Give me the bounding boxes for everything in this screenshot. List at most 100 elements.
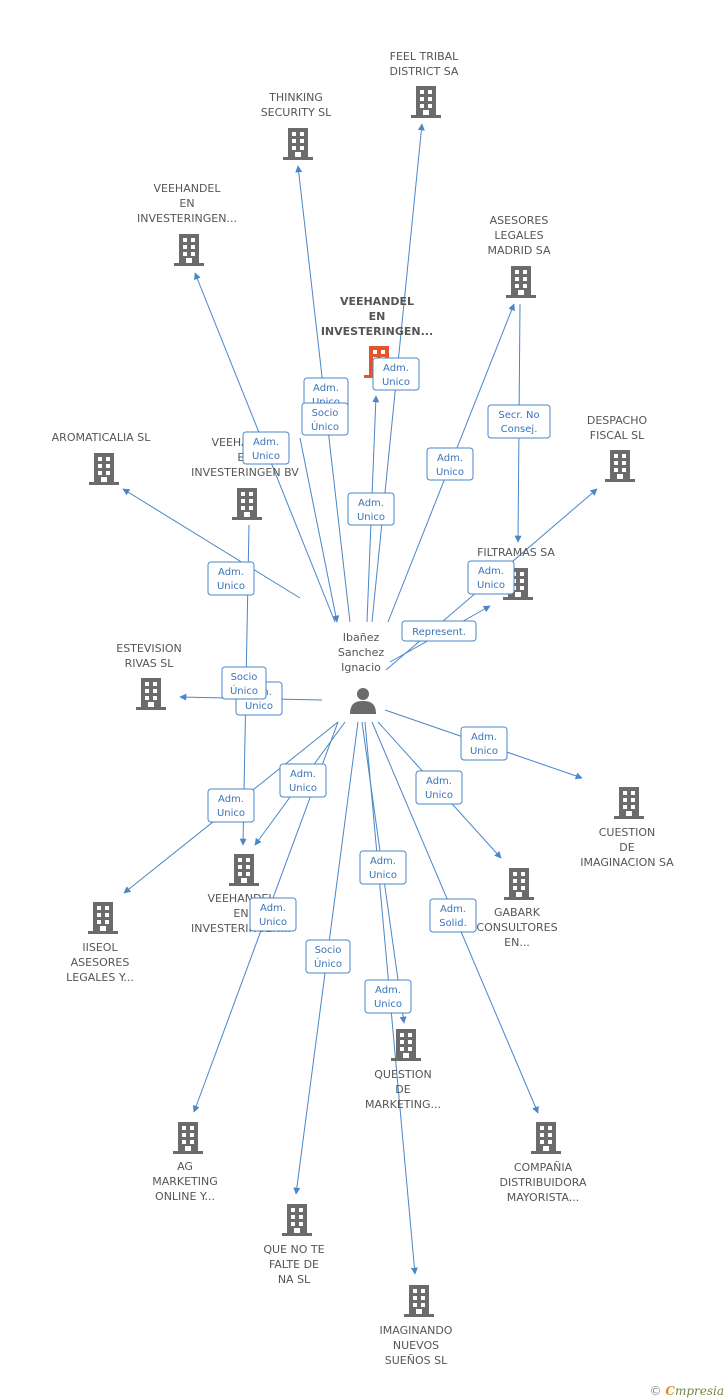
- company-label-line: INVESTERINGEN BV: [191, 466, 299, 479]
- footer-branding: © Cmpresia: [650, 1384, 724, 1398]
- company-node[interactable]: GABARKCONSULTORESEN...: [476, 868, 558, 949]
- company-label-line: IISEOL: [82, 941, 118, 954]
- company-label-line: CONSULTORES: [476, 921, 557, 934]
- company-node[interactable]: AROMATICALIA SL: [52, 431, 152, 485]
- building-icon: [229, 854, 259, 886]
- company-label-line: QUESTION: [374, 1068, 432, 1081]
- company-node[interactable]: FILTRAMAS SA: [477, 546, 555, 600]
- building-icon: [174, 234, 204, 266]
- relation-label[interactable]: Adm.Unico: [347, 492, 395, 526]
- company-label-line: INVESTERINGEN...: [321, 325, 433, 338]
- relation-text: Secr. No: [498, 410, 539, 421]
- relation-box: [415, 770, 463, 805]
- brand-name: mpresia: [674, 1384, 724, 1398]
- company-label-line: RIVAS SL: [125, 657, 175, 670]
- company-label-line: VEEHANDEL: [154, 182, 222, 195]
- company-label-line: DE: [395, 1083, 410, 1096]
- relation-text: Unico: [374, 999, 402, 1010]
- relation-text: Adm.: [290, 769, 316, 780]
- relation-box: [221, 666, 267, 700]
- relation-label[interactable]: Adm. Unico: [415, 770, 463, 805]
- company-node[interactable]: DESPACHO FISCAL SL: [587, 414, 648, 482]
- relation-label[interactable]: Adm.Unico: [207, 561, 255, 596]
- relation-text: Unico: [425, 790, 453, 801]
- relation-text: Socio: [231, 672, 258, 683]
- relation-text: Unico: [436, 467, 464, 478]
- relation-box: [401, 620, 477, 642]
- company-label-line: ONLINE Y...: [155, 1190, 215, 1203]
- relation-text: Unico: [477, 580, 505, 591]
- building-icon: [504, 868, 534, 900]
- company-label-line: DESPACHO: [587, 414, 648, 427]
- relation-text: Adm.: [426, 776, 452, 787]
- company-label-line: DE: [619, 841, 634, 854]
- relation-box: [487, 404, 551, 439]
- company-label-line: FEEL TRIBAL: [390, 50, 460, 63]
- relation-text: Unico: [382, 377, 410, 388]
- relation-label[interactable]: Adm.Unico: [359, 850, 407, 885]
- company-label-line: FILTRAMAS SA: [477, 546, 555, 559]
- relation-label[interactable]: Adm.Unico: [364, 979, 412, 1014]
- person-icon: [350, 688, 376, 714]
- building-icon: [136, 678, 166, 710]
- company-node[interactable]: QUESTIONDEMARKETING...: [365, 1029, 441, 1111]
- relation-label[interactable]: Adm. Unico: [372, 357, 420, 391]
- relation-label[interactable]: Represent.: [401, 620, 477, 642]
- company-label-line: MADRID SA: [487, 244, 551, 257]
- relation-label[interactable]: Secr. No Consej.: [487, 404, 551, 439]
- relation-text: Unico: [252, 451, 280, 462]
- relation-text: Adm.: [383, 363, 409, 374]
- relation-box: [347, 492, 395, 526]
- relation-text: Socio: [312, 408, 339, 419]
- relation-text: Adm.: [471, 732, 497, 743]
- building-icon: [614, 787, 644, 819]
- building-icon: [89, 453, 119, 485]
- relation-label[interactable]: Adm.Unico: [467, 560, 515, 595]
- brand-initial: C: [665, 1384, 675, 1398]
- relation-text: Unico: [245, 701, 273, 712]
- relation-label[interactable]: Adm.Unico: [207, 788, 255, 823]
- company-node[interactable]: FEEL TRIBAL DISTRICT SA: [390, 50, 460, 118]
- company-node[interactable]: VEEHANDELENINVESTERINGEN...: [137, 182, 237, 266]
- person-label-line: Ignacio: [341, 661, 381, 674]
- person-label-line: Sanchez: [338, 646, 384, 659]
- relation-text: Adm.: [253, 437, 279, 448]
- relation-text: Unico: [357, 512, 385, 523]
- company-node[interactable]: COMPAÑIADISTRIBUIDORAMAYORISTA...: [500, 1122, 587, 1204]
- relation-text: Consej.: [501, 424, 538, 435]
- relation-text: Represent.: [412, 627, 466, 638]
- relation-label[interactable]: Adm.Unico: [460, 726, 508, 761]
- relation-label[interactable]: Adm.Unico: [249, 897, 297, 932]
- relation-label[interactable]: Adm.Unico: [279, 763, 327, 798]
- relation-box: [364, 979, 412, 1014]
- building-icon: [506, 266, 536, 298]
- company-label-line: EN: [369, 310, 386, 323]
- relation-text: Único: [230, 684, 258, 697]
- relation-text: Único: [311, 420, 339, 433]
- relation-box: [372, 357, 420, 391]
- company-label-line: GABARK: [494, 906, 541, 919]
- company-label-line: FISCAL SL: [590, 429, 645, 442]
- building-icon: [531, 1122, 561, 1154]
- company-node[interactable]: VEEHANDELENINVESTERINGEN...: [321, 295, 433, 378]
- relation-label[interactable]: Adm.Unico: [426, 447, 474, 481]
- company-label-line: NUEVOS: [393, 1339, 439, 1352]
- company-label-line: DISTRICT SA: [390, 65, 459, 78]
- company-label-line: AG: [177, 1160, 193, 1173]
- relation-box: [467, 560, 515, 595]
- relation-label[interactable]: Adm.Solid.: [429, 898, 477, 933]
- relation-label[interactable]: Adm. Unico: [242, 431, 290, 465]
- relation-text: Unico: [259, 917, 287, 928]
